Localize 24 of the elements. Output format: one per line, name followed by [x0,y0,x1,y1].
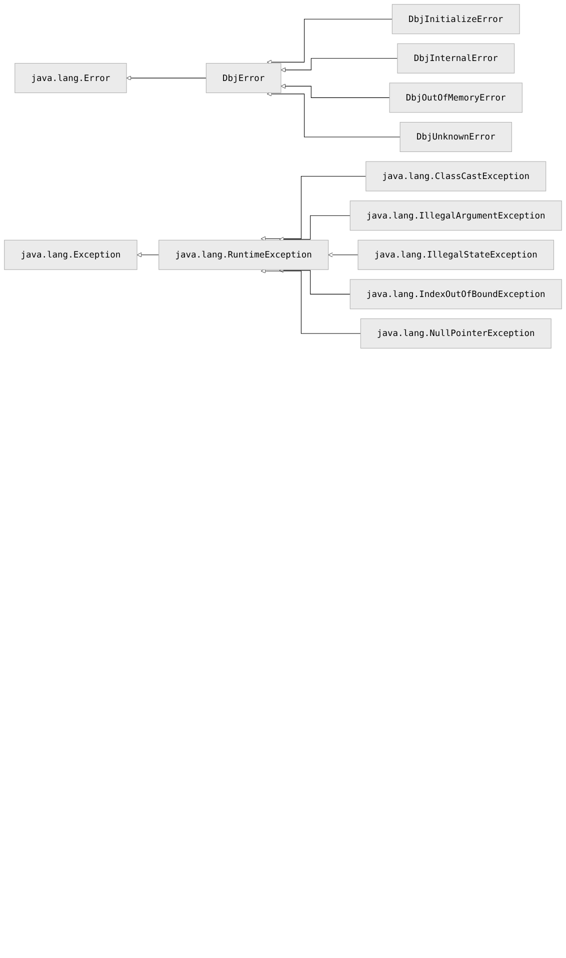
arrow [260,176,366,242]
arrow [279,268,350,294]
node-box: DbjOutOfMemoryError [389,82,522,113]
node-box: java.lang.IllegalStateException [358,240,554,270]
node-box: DbjUnknownError [400,122,512,152]
arrow [280,84,390,98]
node-box: java.lang.IllegalArgumentException [350,200,562,231]
node-box: java.lang.NullPointerException [360,318,552,348]
arrow [266,92,400,138]
arrow [126,76,206,80]
node-box: java.lang.RuntimeException [158,240,329,270]
arrow [280,58,398,72]
node-box: DbjInitializeError [392,4,520,34]
arrow [328,252,358,258]
node-box: DbjError [206,63,282,94]
node-box: java.lang.Exception [4,240,138,270]
node-box: java.lang.Error [14,63,127,94]
arrow [136,252,160,258]
arrow [279,215,350,242]
arrow [260,268,361,334]
arrow [266,18,392,65]
node-box: java.lang.ClassCastException [366,161,546,192]
node-box: java.lang.IndexOutOfBoundException [350,279,562,310]
node-box: DbjInternalError [397,43,515,74]
